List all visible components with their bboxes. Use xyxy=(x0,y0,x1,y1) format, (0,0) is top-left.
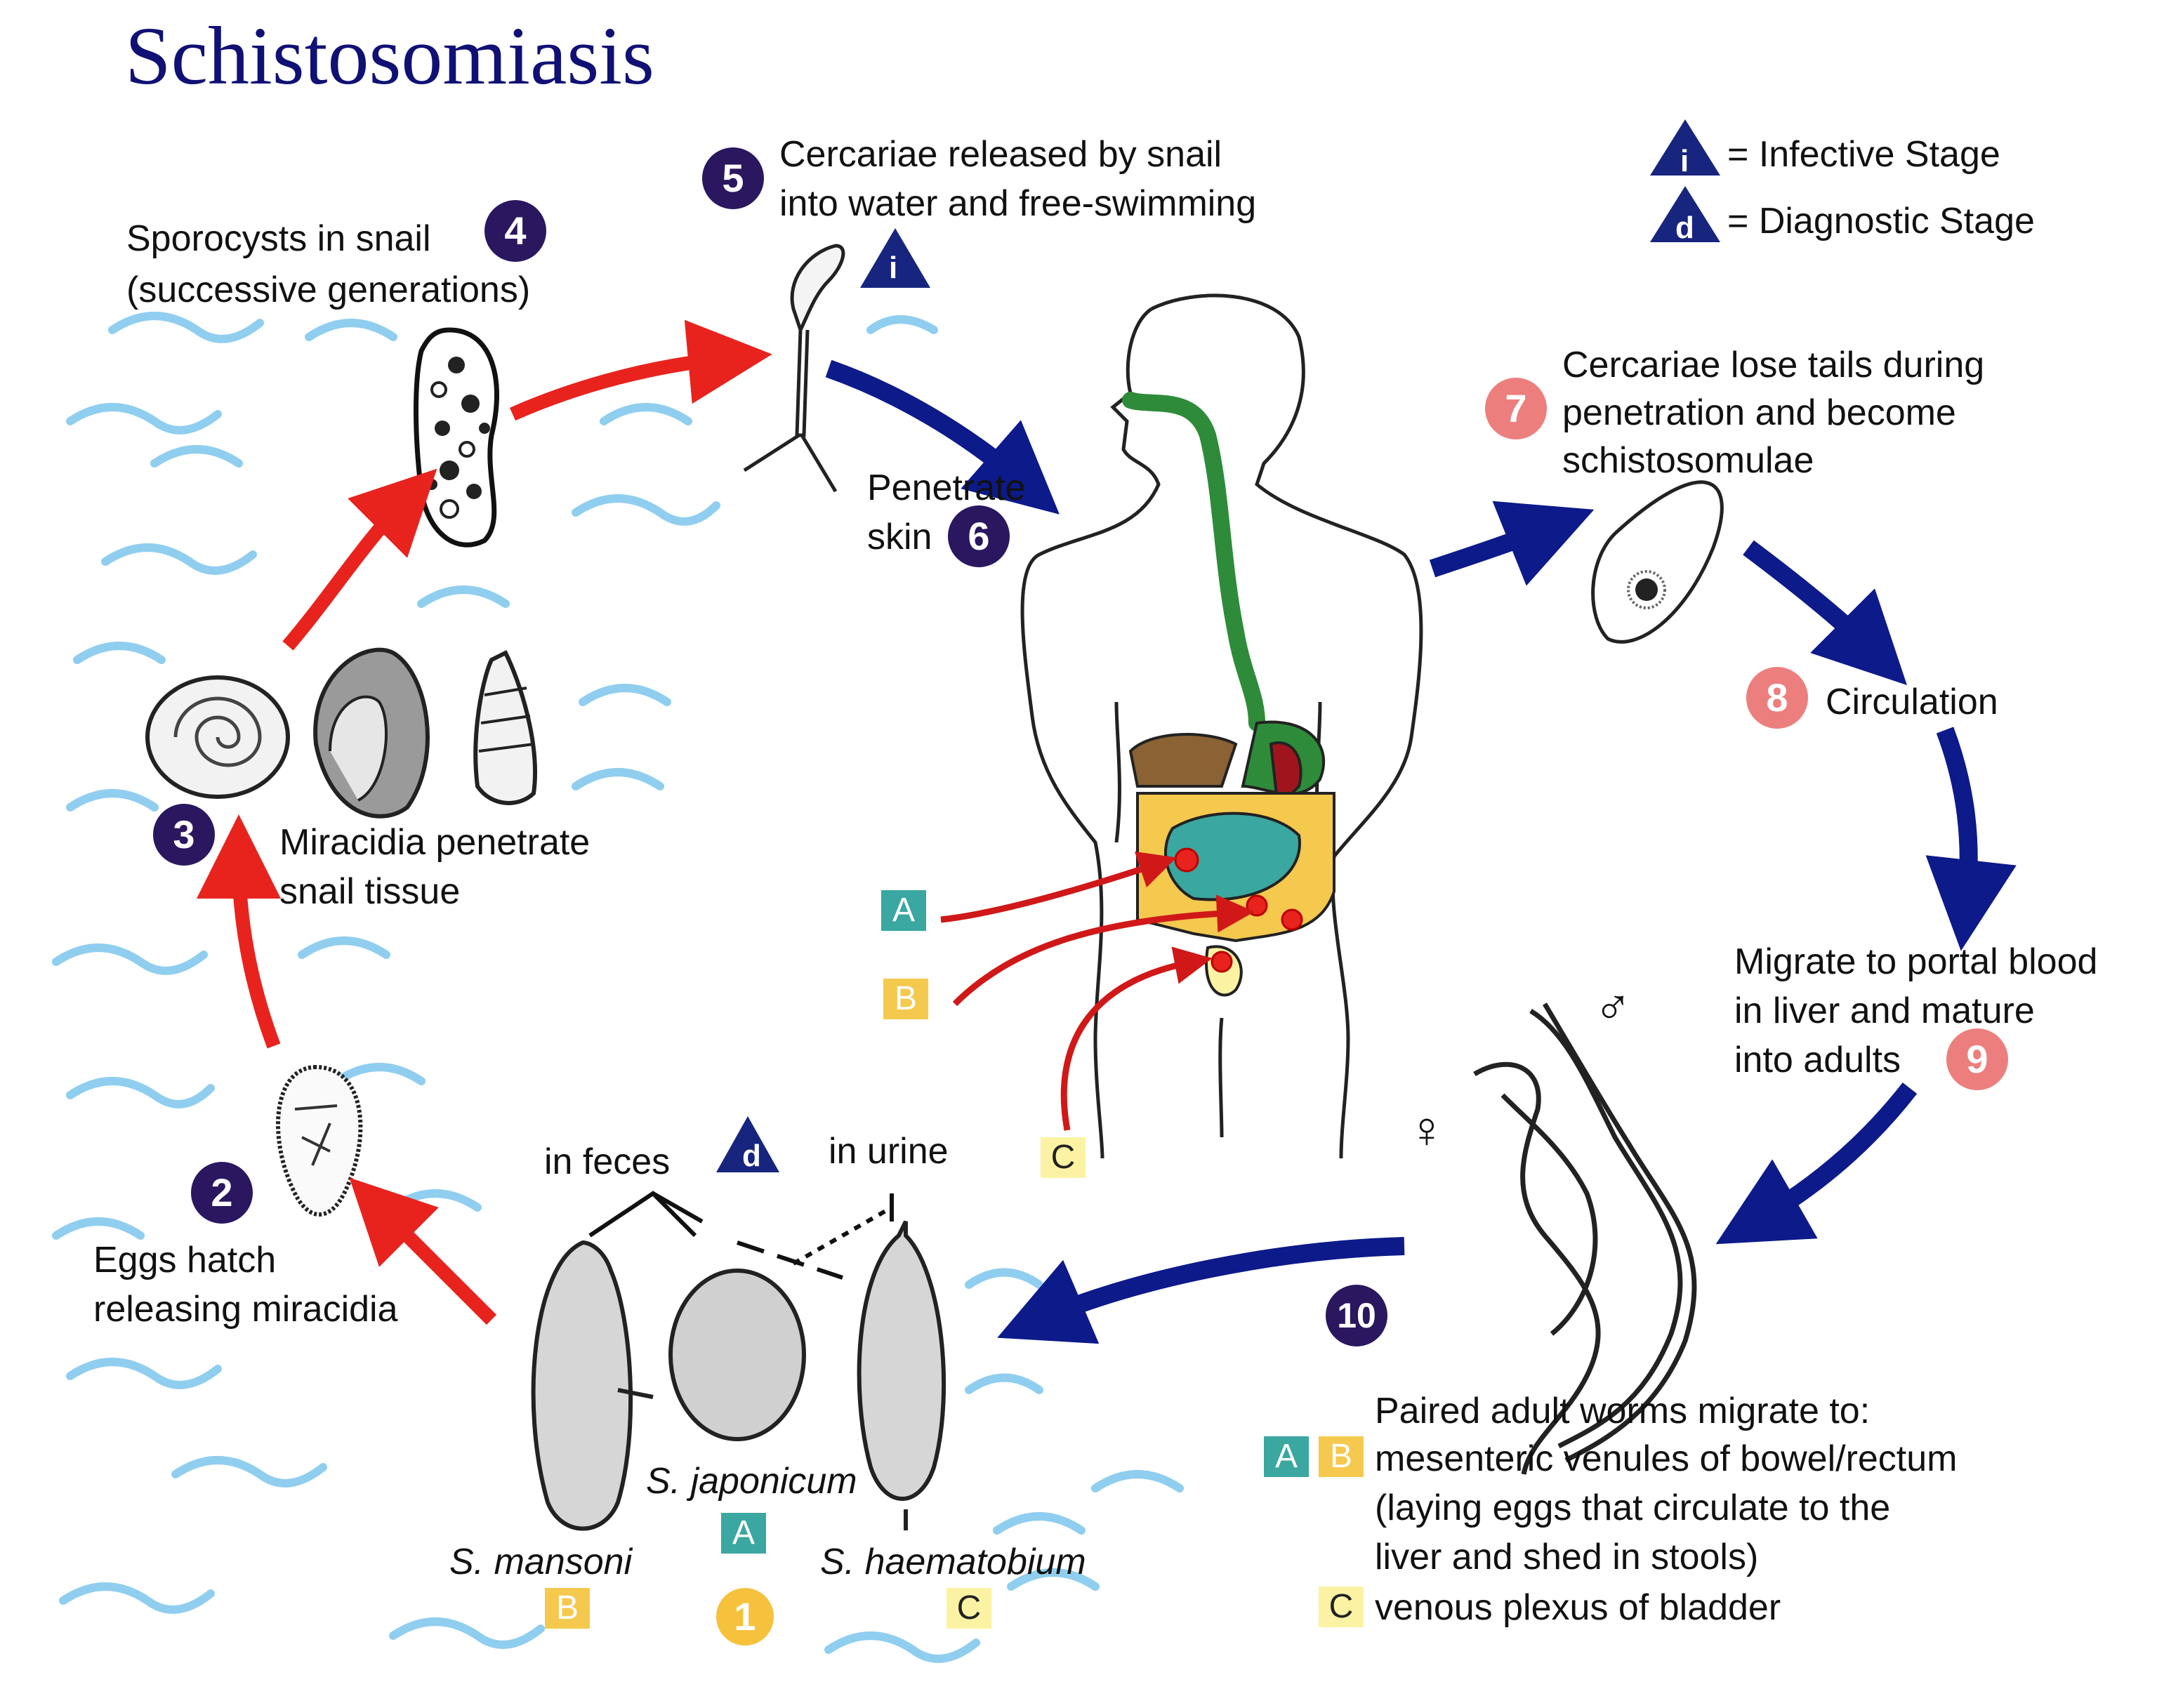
site-A-box: A xyxy=(881,890,926,931)
legend-diagnostic-text: = Diagnostic Stage xyxy=(1727,201,2035,241)
site-arrows xyxy=(940,851,1255,1131)
infective-marker-triangle-icon xyxy=(860,228,930,288)
eggs-illustration xyxy=(531,1220,946,1531)
mansoni-site-B-box: B xyxy=(545,1588,590,1629)
step7-text-line3: schistosomulae xyxy=(1562,440,1814,481)
step4-badge: 4 xyxy=(484,200,546,262)
red-arrows xyxy=(197,319,772,1325)
female-symbol: ♀ xyxy=(1408,1102,1446,1158)
s-japonicum-label: S. japonicum xyxy=(646,1461,857,1502)
step10-text-line4: liver and shed in stools) xyxy=(1375,1537,1759,1577)
step2-text-line2: releasing miracidia xyxy=(93,1289,398,1330)
sporocyst-illustration xyxy=(414,327,499,548)
egg-connector-lines xyxy=(588,1191,894,1280)
cercaria-illustration xyxy=(743,244,845,493)
step9-text-line2: in liver and mature xyxy=(1734,991,2035,1031)
step5-text-line1: Cercariae released by snail xyxy=(779,134,1222,175)
step8-text: Circulation xyxy=(1826,682,1998,722)
step10-text-line3: (laying eggs that circulate to the xyxy=(1375,1488,1891,1528)
japonicum-site-A-box: A xyxy=(721,1513,766,1554)
diagnostic-symbol: d xyxy=(1675,211,1694,245)
step5-text-line2: into water and free-swimming xyxy=(779,183,1257,224)
legend-infective-text: = Infective Stage xyxy=(1727,134,2000,175)
step10-site-A-box: A xyxy=(1264,1436,1309,1477)
step10-text-line2: mesenteric venules of bowel/rectum xyxy=(1375,1438,1958,1479)
step2-text-line1: Eggs hatch xyxy=(93,1240,277,1280)
step10-site-B-box: B xyxy=(1319,1436,1364,1477)
step5-badge: 5 xyxy=(702,147,764,209)
step2-badge: 2 xyxy=(191,1162,253,1224)
site-B-box: B xyxy=(883,979,928,1019)
step9-text-line1: Migrate to portal blood xyxy=(1734,941,2098,982)
step3-text-line1: Miracidia penetrate xyxy=(279,822,591,863)
step3-badge: 3 xyxy=(153,804,215,866)
s-haematobium-label: S. haematobium xyxy=(820,1542,1086,1582)
human-body-illustration xyxy=(1020,293,1423,1159)
step7-text-line2: penetration and become xyxy=(1562,392,1956,433)
in-feces-label: in feces xyxy=(544,1141,671,1182)
step10-badge: 10 xyxy=(1326,1285,1387,1346)
step3-text-line2: snail tissue xyxy=(279,871,461,912)
step9-badge: 9 xyxy=(1946,1028,2008,1090)
step5-infective-symbol: i xyxy=(889,251,898,285)
step10-text-line1: Paired adult worms migrate to: xyxy=(1375,1391,1871,1431)
step1-badge: 1 xyxy=(716,1588,774,1646)
schistosomulum-illustration xyxy=(1591,480,1724,644)
step6-text-line2: skin xyxy=(867,517,932,557)
step6-badge: 6 xyxy=(948,505,1010,567)
digestive-tract-illustration xyxy=(1122,392,1335,997)
step7-text-line1: Cercariae lose tails during xyxy=(1562,345,1985,385)
step10-site-C-box: C xyxy=(1319,1587,1364,1627)
diagnostic-stage-triangle-icon xyxy=(1650,186,1720,242)
site-C-box: C xyxy=(1041,1137,1086,1178)
step6-text-line1: Penetrate xyxy=(867,468,1026,508)
miracidium-illustration xyxy=(276,1064,363,1217)
adult-worms-illustration xyxy=(1473,1002,1697,1475)
male-symbol: ♂ xyxy=(1594,979,1632,1035)
snail-shells-illustration xyxy=(145,647,537,819)
blue-arrows xyxy=(825,359,2017,1344)
page-title: Schistosomiasis xyxy=(125,10,654,102)
haematobium-site-C-box: C xyxy=(946,1588,991,1629)
s-mansoni-label: S. mansoni xyxy=(449,1542,633,1582)
infective-stage-triangle-icon xyxy=(1650,119,1720,176)
infective-symbol: i xyxy=(1680,144,1689,178)
step4-text-line2: (successive generations) xyxy=(126,270,531,310)
step10-text-line5: venous plexus of bladder xyxy=(1375,1587,1781,1628)
diagnostic-marker-triangle-icon xyxy=(716,1116,779,1172)
step8-badge: 8 xyxy=(1746,667,1808,729)
in-urine-label: in urine xyxy=(829,1131,949,1172)
water-waves xyxy=(52,312,1184,1663)
eggs-diagnostic-symbol: d xyxy=(742,1139,761,1173)
step9-text-line3: into adults xyxy=(1734,1040,1901,1080)
step4-text-line1: Sporocysts in snail xyxy=(126,218,431,259)
step7-badge: 7 xyxy=(1485,378,1547,439)
